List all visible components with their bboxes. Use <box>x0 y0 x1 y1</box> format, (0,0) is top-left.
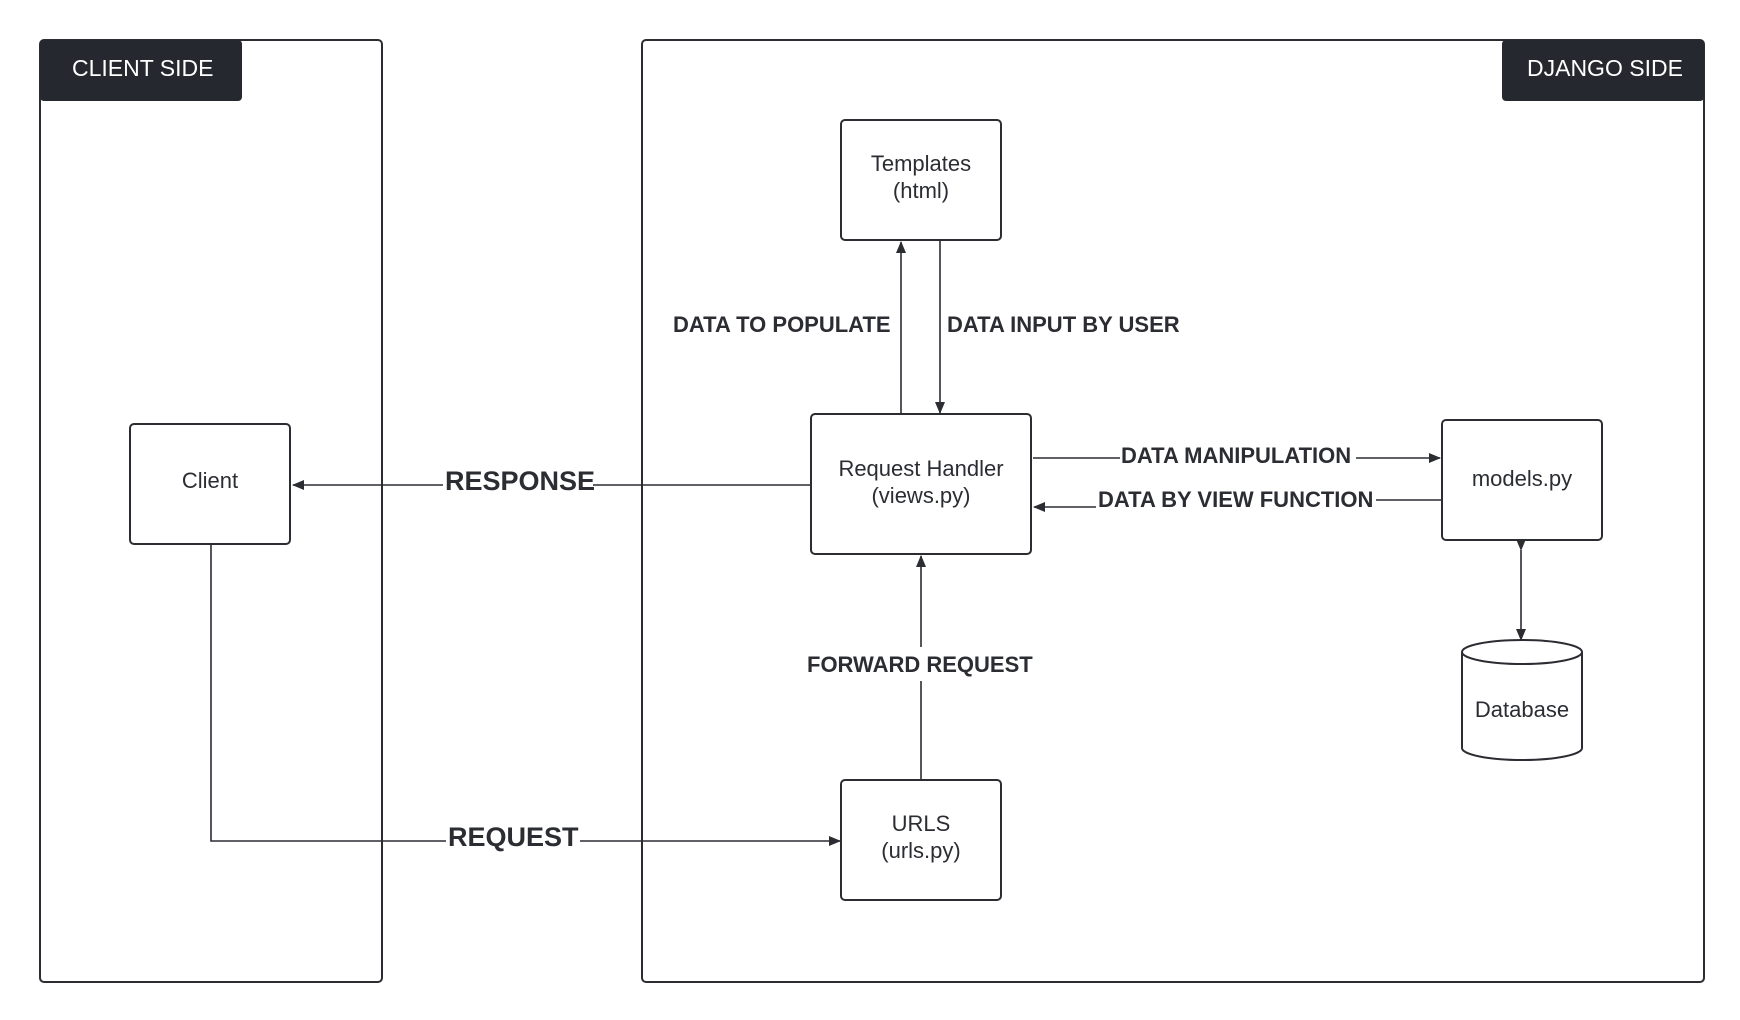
request-label: REQUEST <box>448 822 579 852</box>
client-side-title: CLIENT SIDE <box>72 55 213 81</box>
response-label-bg <box>443 466 593 502</box>
django-side-lane-border <box>641 39 1705 983</box>
database-cylinder-top <box>1461 639 1583 665</box>
django-side-title: DJANGO SIDE <box>1527 55 1683 81</box>
urls-box <box>840 779 1002 901</box>
request-label-bg <box>446 822 580 858</box>
data-manipulation-label-bg <box>1120 442 1356 470</box>
client-box <box>129 423 291 545</box>
data-by-view-function-label-bg <box>1096 486 1376 514</box>
forward-request-label-bg <box>805 647 1037 681</box>
request-arrow <box>210 545 841 846</box>
models-node[interactable]: models.py <box>1441 419 1603 541</box>
request-handler-sublabel: (views.py) <box>871 483 970 508</box>
models-label: models.py <box>1472 466 1572 491</box>
response-label: RESPONSE <box>445 466 595 496</box>
forward-request-label: FORWARD REQUEST <box>807 652 1033 677</box>
urls-sublabel: (urls.py) <box>881 838 960 863</box>
urls-node[interactable]: URLS (urls.py) <box>840 779 1002 901</box>
connectors: RESPONSE REQUEST DATA TO POPULATE DATA I… <box>210 241 1526 858</box>
database-node[interactable]: Database <box>1461 639 1583 761</box>
client-label: Client <box>182 468 238 493</box>
data-to-populate-label: DATA TO POPULATE <box>673 312 891 337</box>
templates-node[interactable]: Templates (html) <box>840 119 1002 241</box>
templates-label: Templates <box>871 151 971 176</box>
templates-sublabel: (html) <box>893 178 949 203</box>
client-side-lane: CLIENT SIDE <box>39 39 383 983</box>
data-manipulation-label: DATA MANIPULATION <box>1121 443 1351 468</box>
request-handler-box <box>810 413 1032 555</box>
django-side-lane: DJANGO SIDE <box>641 39 1705 983</box>
database-cylinder-body <box>1461 652 1583 761</box>
urls-label: URLS <box>892 811 951 836</box>
data-input-by-user-label: DATA INPUT BY USER <box>947 312 1180 337</box>
database-label: Database <box>1475 697 1569 722</box>
client-side-header <box>40 40 242 101</box>
models-box <box>1441 419 1603 541</box>
django-side-header <box>1502 40 1704 101</box>
request-handler-label: Request Handler <box>838 456 1003 481</box>
templates-box <box>840 119 1002 241</box>
data-by-view-function-label: DATA BY VIEW FUNCTION <box>1098 487 1373 512</box>
client-node[interactable]: Client <box>129 423 291 545</box>
request-handler-node[interactable]: Request Handler (views.py) <box>810 413 1032 555</box>
